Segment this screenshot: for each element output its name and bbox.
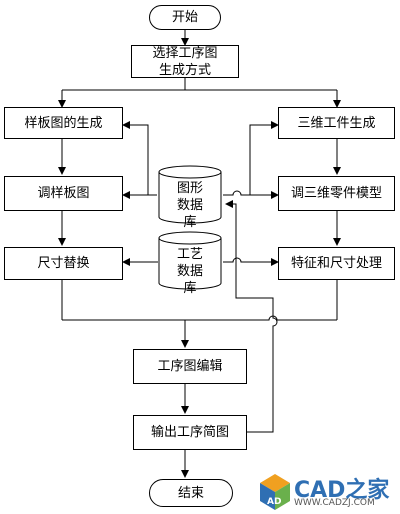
output-process-label: 输出工序简图 — [150, 425, 229, 440]
end-label: 结束 — [177, 485, 204, 501]
line-merge-horizontal — [62, 315, 337, 321]
arrow-db-to-template — [122, 121, 157, 196]
arrow-db-to-adjust-solid — [223, 190, 279, 199]
adjust-solid-node: 调三维零件模型 — [278, 176, 395, 211]
solid-gen-label: 三维工件生成 — [297, 115, 376, 131]
edit-process-node: 工序图编辑 — [133, 349, 247, 384]
template-gen-label: 样板图的生成 — [24, 115, 103, 131]
arrow-processdb-to-feature — [223, 257, 279, 266]
select-method-label-1: 选择工序图 — [152, 45, 218, 61]
select-method-label-2: 生成方式 — [158, 62, 211, 78]
output-process-node: 输出工序简图 — [133, 415, 247, 450]
feature-dim-label: 特征和尺寸处理 — [290, 256, 382, 271]
cad-logo-letters: AD — [267, 497, 281, 507]
process-db-label: 工艺 数据 库 — [159, 246, 221, 297]
edit-process-label: 工序图编辑 — [157, 359, 223, 374]
adjust-solid-label: 调三维零件模型 — [290, 186, 382, 201]
process-db-line-1: 工艺 — [176, 247, 203, 262]
end-node: 结束 — [149, 479, 233, 507]
graphics-db-line-2: 数据 — [176, 198, 203, 213]
cad-url-text: WWW.CADZJ.COM — [294, 498, 375, 508]
process-db-line-3: 库 — [183, 281, 197, 296]
graphics-db-line-3: 库 — [183, 215, 197, 230]
solid-gen-node: 三维工件生成 — [278, 107, 395, 139]
start-node: 开始 — [149, 5, 221, 30]
arrow-db-to-solid — [249, 121, 279, 195]
process-db-line-2: 数据 — [176, 264, 203, 279]
dim-replace-node: 尺寸替换 — [4, 247, 123, 280]
cad-logo-icon: AD — [260, 474, 290, 510]
process-database-icon — [158, 231, 222, 290]
select-method-node: 选择工序图 生成方式 — [131, 45, 239, 78]
cad-brand-text: CAD之家 — [294, 478, 390, 503]
dim-replace-label: 尺寸替换 — [37, 256, 90, 271]
template-gen-node: 样板图的生成 — [4, 107, 123, 139]
adjust-template-node: 调样板图 — [4, 176, 123, 211]
feature-dim-node: 特征和尺寸处理 — [278, 247, 395, 280]
graphics-db-line-1: 图形 — [176, 181, 203, 196]
cad-watermark: AD CAD之家 WWW.CADZJ.COM — [258, 470, 400, 514]
graphics-db-label: 图形 数据 库 — [159, 180, 221, 231]
adjust-template-label: 调样板图 — [37, 186, 90, 201]
graphics-database-icon — [158, 165, 222, 224]
start-label: 开始 — [171, 10, 198, 25]
